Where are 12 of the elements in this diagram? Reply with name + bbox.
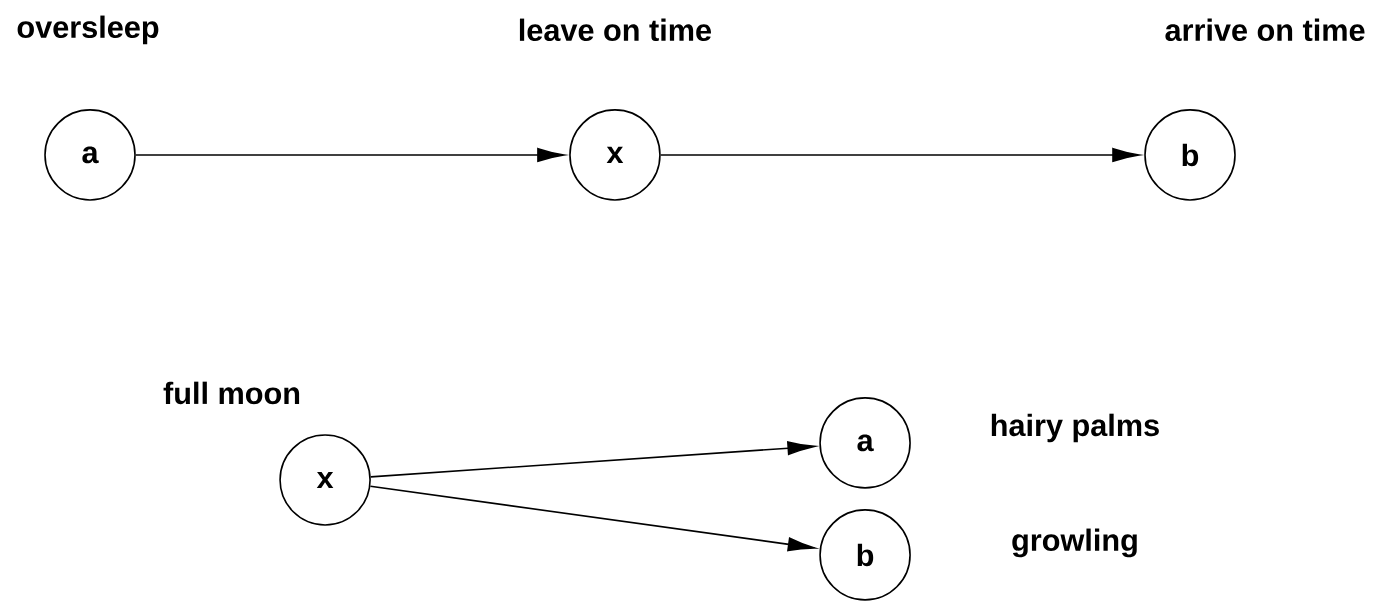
- circle-node: a: [44, 109, 136, 201]
- circle-node: b: [819, 509, 911, 601]
- circle-node: a: [819, 397, 911, 489]
- node-caption: arrive on time: [1165, 18, 1365, 42]
- node-caption: full moon: [163, 381, 300, 405]
- circle-node: x: [569, 109, 661, 201]
- circle-node: x: [279, 434, 371, 526]
- node-caption: leave on time: [519, 18, 712, 42]
- node-caption: oversleep: [17, 15, 159, 45]
- circle-node: b: [1144, 109, 1236, 201]
- node-caption: growling: [1012, 528, 1137, 558]
- node-caption: hairy palms: [991, 413, 1159, 443]
